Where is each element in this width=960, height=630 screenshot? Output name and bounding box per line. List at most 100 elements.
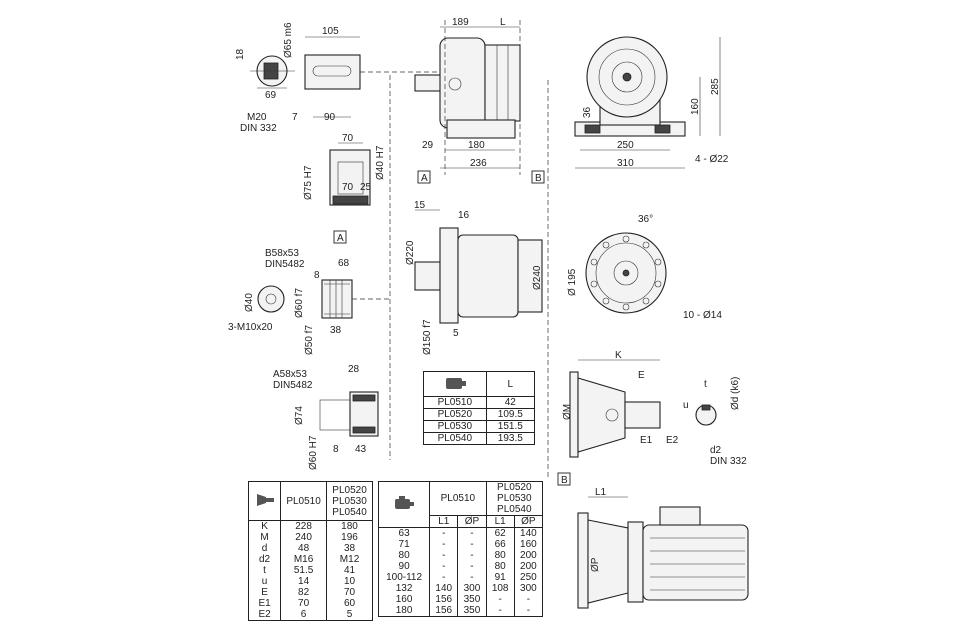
dim-285: 285 [710, 78, 721, 95]
dim-dM: ØM [562, 404, 573, 420]
label-m20: M20 [247, 112, 267, 123]
model-cell: PL0540 [423, 432, 487, 445]
dim-u: u [683, 400, 689, 411]
dim-d74: Ø74 [294, 406, 305, 425]
value-cell: 109.5 [485, 408, 536, 421]
sub-head-L1: L1 [429, 515, 459, 528]
dim-180: 180 [468, 140, 485, 151]
dim-25: 25 [360, 182, 372, 193]
dim-236: 236 [470, 158, 487, 169]
dim-189: 189 [452, 17, 469, 28]
dim-values-pl0510: 228 240 48 M16 51.5 14 82 70 6 [280, 520, 328, 621]
dim-5: 5 [453, 328, 459, 339]
label-b58x53: B58x53 [265, 248, 299, 259]
flange-front-view: 15 16 Ø220 Ø240 Ø150 f7 5 [405, 200, 543, 355]
dim-E1: E1 [640, 435, 653, 446]
dim-43: 43 [355, 444, 367, 455]
dim-250: 250 [617, 140, 634, 151]
dim-labels: K M d d2 t u E E1 E2 [247, 520, 282, 621]
section-markers: A B A B [333, 75, 571, 486]
model-cell: PL0510 [423, 396, 487, 409]
col-head-pl0520-40: PL0520 PL0530 PL0540 [326, 481, 373, 521]
motor-table: PL0510 PL0520 PL0530 PL0540 L1 ØP L1 ØP … [377, 481, 544, 617]
dim-L: L [500, 17, 506, 28]
label-4x22: 4 - Ø22 [695, 154, 729, 165]
value-cell: 42 [485, 396, 536, 409]
dim-68: 68 [338, 258, 350, 269]
dim-15: 15 [414, 200, 426, 211]
pl0520-P: 140 160 200 200 250 300 - - [513, 527, 544, 617]
gearbox-icon [444, 375, 466, 391]
motor-sizes: 63 71 80 90 100-112 132 160 180 [377, 527, 431, 617]
dim-16: 16 [458, 210, 470, 221]
label-din5482-a: DIN5482 [265, 259, 305, 270]
dim-angle-36: 36° [638, 214, 653, 225]
dim-69: 69 [265, 90, 277, 101]
dim-d60h7: Ø60 H7 [308, 435, 319, 470]
col-head-pl0510: PL0510 [280, 481, 328, 521]
label-3m10: 3-M10x20 [228, 322, 273, 333]
sub-head-P: ØP [513, 515, 544, 528]
value-cell: 193.5 [485, 432, 536, 445]
pl0510-P: - - - - - 300 350 350 [457, 527, 487, 617]
dim-d75: Ø75 H7 [303, 165, 314, 200]
dim-d195: Ø 195 [567, 268, 578, 296]
label-din5482-b: DIN5482 [273, 380, 313, 391]
dim-values-pl0520-40: 180 196 38 M12 41 10 70 60 5 [326, 520, 373, 621]
dim-90: 90 [324, 112, 336, 123]
dim-d150: Ø150 f7 [422, 319, 433, 355]
sub-head-L1: L1 [485, 515, 515, 528]
label-din332-b: DIN 332 [710, 456, 747, 467]
gearbox-icon-cell [247, 481, 282, 521]
dim-d240: Ø240 [532, 265, 543, 290]
model-cell: PL0520 [423, 408, 487, 421]
dim-d220: Ø220 [405, 240, 416, 265]
output-shaft-view: K E ØM u t Ød (k6) E1 E2 d2 DIN 332 [562, 350, 747, 467]
dim-105: 105 [322, 26, 339, 37]
value-cell: 151.5 [485, 420, 536, 433]
marker-a-2: A [337, 233, 344, 244]
shaft-side-view: 105 90 7 M20 DIN 332 [240, 26, 445, 134]
label-d2: d2 [710, 445, 722, 456]
dim-70a: 70 [342, 133, 354, 144]
pl0510-L1: - - - - - 140 156 156 [429, 527, 459, 617]
gearbox-output-icon [254, 492, 276, 508]
dim-7: 7 [292, 112, 298, 123]
gearbox-front-view: 189 L 29 180 236 [414, 17, 521, 175]
dim-8: 8 [314, 270, 320, 281]
dim-t: t [704, 379, 707, 390]
dim-70b: 70 [342, 182, 354, 193]
dim-d40b: Ø40 [244, 293, 255, 312]
dim-d65: Ø65 m6 [283, 22, 294, 58]
marker-b-1: B [535, 173, 542, 184]
dim-d60f7: Ø60 f7 [294, 288, 305, 318]
gearbox-icon-cell [423, 371, 487, 397]
sub-head-P: ØP [457, 515, 487, 528]
marker-b-2: B [561, 475, 568, 486]
gearbox-side-view: 250 310 36 160 285 4 - Ø22 [574, 36, 729, 169]
label-a58x53: A58x53 [273, 369, 307, 380]
dim-dP: ØP [590, 557, 601, 572]
label-10x14: 10 - Ø14 [683, 310, 722, 321]
shaft-end-view: 69 18 Ø65 m6 [235, 22, 295, 101]
dim-d40: Ø40 H7 [375, 145, 386, 180]
dim-E: E [638, 370, 645, 381]
dim-36: 36 [582, 106, 593, 118]
dim-8b: 8 [333, 444, 339, 455]
dim-160: 160 [690, 98, 701, 115]
flange-side-view: 36° Ø 195 10 - Ø14 [567, 214, 722, 321]
col-head-L: L [485, 371, 536, 397]
dim-K: K [615, 350, 622, 361]
spline-shaft-view: B58x53 DIN5482 68 8 Ø40 Ø60 f7 Ø50 f7 38… [228, 248, 390, 355]
dim-28: 28 [348, 364, 360, 375]
dim-29: 29 [422, 140, 434, 151]
pl0520-L1: 62 66 80 80 91 108 - - [485, 527, 515, 617]
dim-18: 18 [235, 48, 246, 60]
dim-L1: L1 [595, 487, 607, 498]
internal-spline-view: 28 A58x53 DIN5482 Ø74 Ø60 H7 8 43 [273, 364, 379, 470]
marker-a-1: A [421, 173, 428, 184]
dim-d50f7: Ø50 f7 [304, 325, 315, 355]
col-head-pl0510: PL0510 [429, 481, 487, 516]
